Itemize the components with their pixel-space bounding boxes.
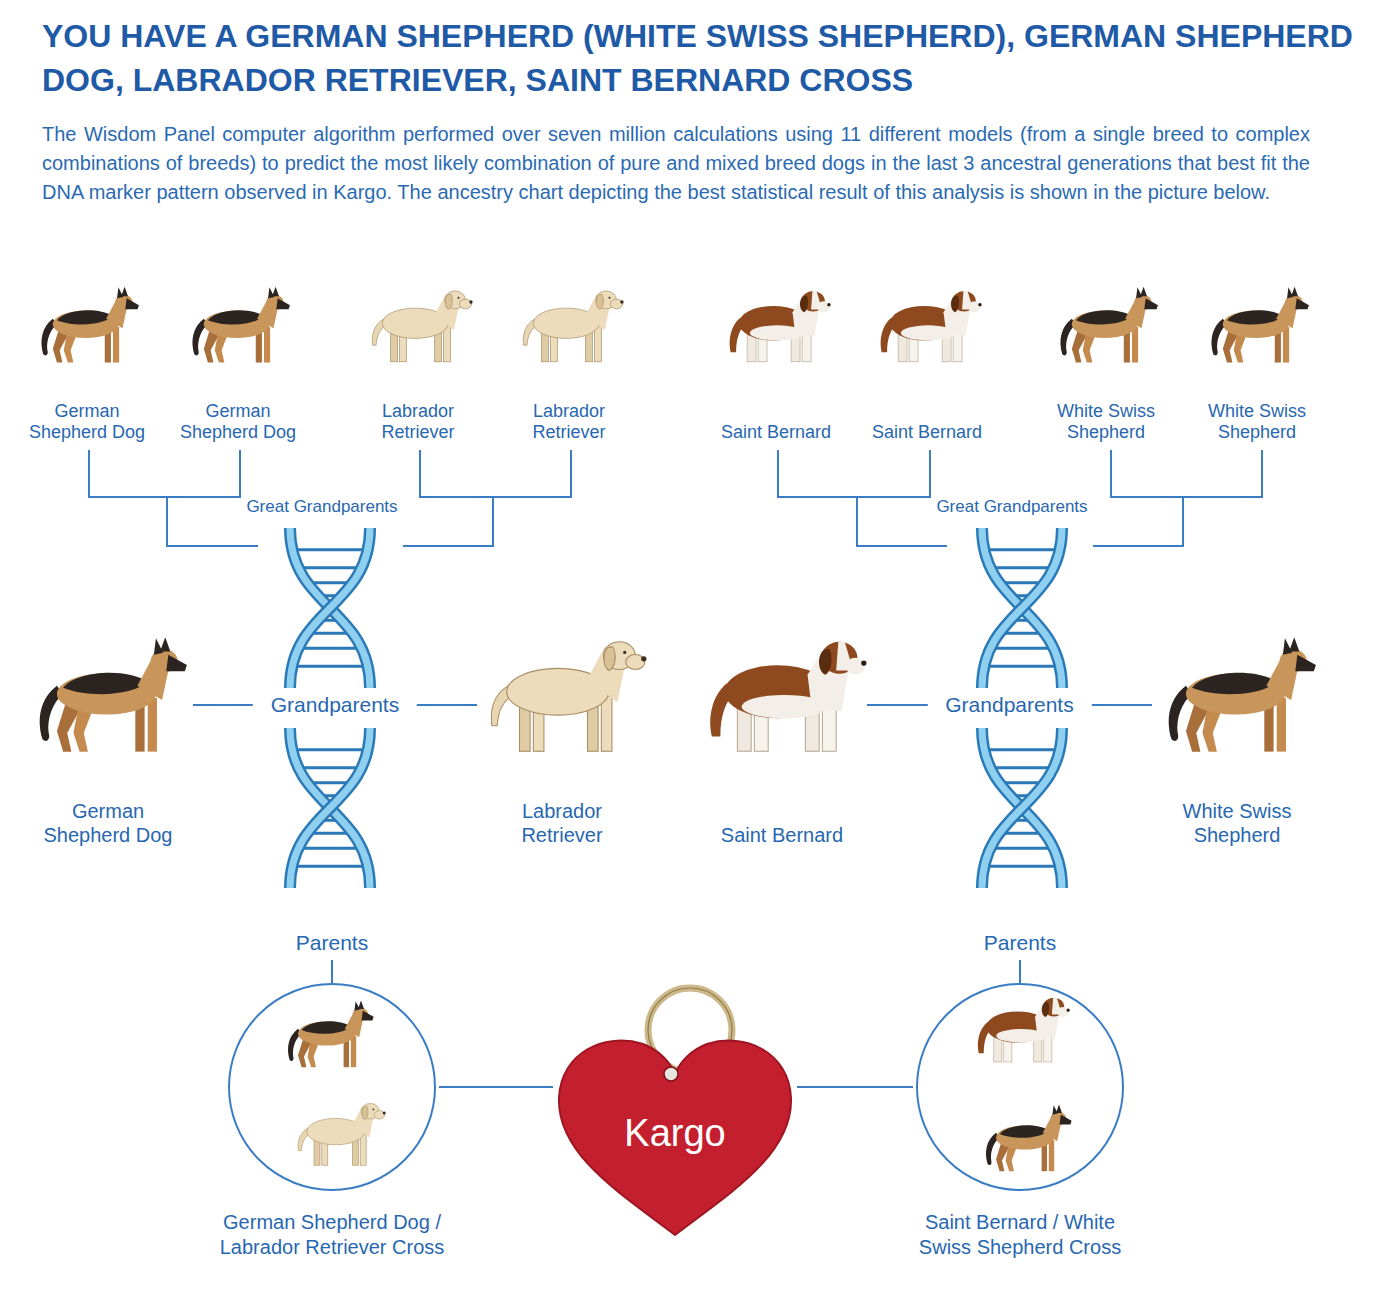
breed-figure: Saint Bernard	[697, 632, 867, 847]
breed-figure: Labrador Retriever	[502, 272, 636, 444]
circle-border	[917, 984, 1123, 1190]
generation-label: Great Grandparents	[212, 496, 432, 518]
dna-helix	[290, 728, 370, 888]
dna-helix	[982, 728, 1062, 888]
dog-picture	[1169, 637, 1316, 751]
breed-figure: German Shepherd Dog	[171, 272, 305, 444]
breed-label: German Shepherd Dog	[38, 799, 178, 847]
dog-picture	[523, 291, 623, 362]
dog-picture	[288, 1001, 374, 1068]
dog-picture	[1060, 287, 1157, 363]
tag-hole	[664, 1067, 678, 1081]
breed-figure: Labrador Retriever	[351, 272, 485, 444]
breed-label: White Swiss Shepherd	[1043, 401, 1169, 444]
breed-label: Saint Bernard	[712, 823, 852, 847]
circle-border	[229, 984, 435, 1190]
breed-label: Saint Bernard	[713, 422, 839, 444]
parent-circle: ParentsSaint Bernard / White Swiss Sheph…	[913, 930, 1127, 1265]
generation-label: Grandparents	[253, 690, 417, 720]
dog-picture	[298, 1103, 386, 1165]
connector-line	[797, 1086, 913, 1088]
breed-figure: German Shepherd Dog	[23, 632, 193, 847]
cross-label: Saint Bernard / White Swiss Shepherd Cro…	[904, 1210, 1136, 1260]
breed-label: Labrador Retriever	[492, 799, 632, 847]
generation-heading: Parents	[225, 930, 439, 956]
page-title: YOU HAVE A GERMAN SHEPHERD (WHITE SWISS …	[42, 14, 1362, 102]
generation-label: Grandparents	[927, 690, 1091, 720]
dog-picture	[40, 637, 187, 751]
breed-figure: White Swiss Shepherd	[1039, 272, 1173, 444]
breed-figure: German Shepherd Dog	[20, 272, 154, 444]
breed-label: White Swiss Shepherd	[1167, 799, 1307, 847]
dog-picture	[730, 291, 831, 362]
breed-label: Labrador Retriever	[506, 401, 632, 444]
breed-label: German Shepherd Dog	[24, 401, 150, 444]
generation-label: Great Grandparents	[902, 496, 1122, 518]
breed-label: White Swiss Shepherd	[1194, 401, 1320, 444]
dog-picture	[881, 291, 982, 362]
breed-figure: Saint Bernard	[709, 272, 843, 444]
heading-tick	[331, 960, 333, 983]
breed-figure: White Swiss Shepherd	[1152, 632, 1322, 847]
bracket-line	[89, 450, 571, 546]
bracket-line	[778, 450, 1262, 546]
dog-picture	[192, 287, 289, 363]
breed-figure: Saint Bernard	[860, 272, 994, 444]
cross-label: German Shepherd Dog / Labrador Retriever…	[216, 1210, 448, 1260]
dog-picture	[978, 998, 1070, 1062]
dog-picture	[1211, 287, 1308, 363]
dog-picture	[986, 1105, 1072, 1172]
dog-picture	[41, 287, 138, 363]
heading-tick	[1019, 960, 1021, 983]
intro-paragraph: The Wisdom Panel computer algorithm perf…	[42, 120, 1310, 207]
dog-pictures	[40, 287, 1316, 1172]
connector-line	[439, 1086, 553, 1088]
breed-figure: Labrador Retriever	[477, 632, 647, 847]
dna-helix	[982, 528, 1062, 688]
parent-circle: ParentsGerman Shepherd Dog / Labrador Re…	[225, 930, 439, 1265]
dog-picture	[491, 642, 646, 751]
name-tag: Kargo	[553, 1030, 797, 1240]
generation-heading: Parents	[913, 930, 1127, 956]
breed-figure: White Swiss Shepherd	[1190, 272, 1324, 444]
breed-label: German Shepherd Dog	[175, 401, 301, 444]
dog-picture	[710, 642, 866, 751]
breed-label: Saint Bernard	[864, 422, 990, 444]
dog-name: Kargo	[553, 1111, 797, 1155]
bracket-lines	[89, 450, 1262, 546]
dna-helix	[290, 528, 370, 688]
breed-label: Labrador Retriever	[355, 401, 481, 444]
dog-picture	[372, 291, 472, 362]
